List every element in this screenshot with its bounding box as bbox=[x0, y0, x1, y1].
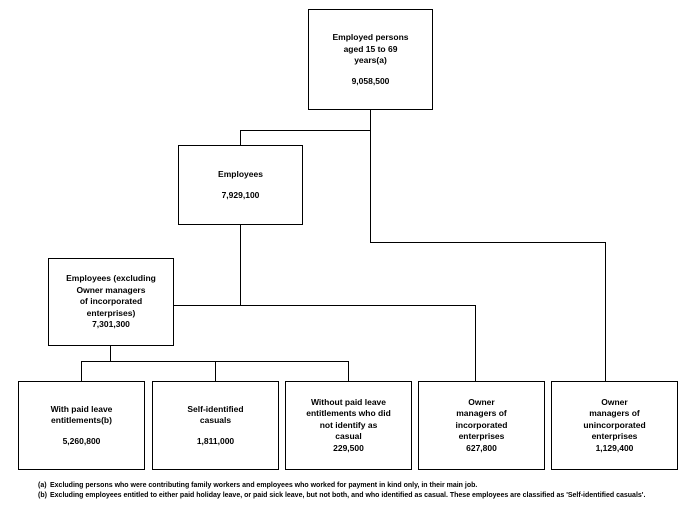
footnote-b: (b) Excluding employees entitled to eith… bbox=[38, 491, 666, 501]
connector-root-to-employees bbox=[240, 130, 371, 131]
footnotes: (a) Excluding persons who were contribut… bbox=[38, 481, 666, 500]
node-owner-managers-incorporated-value: 627,800 bbox=[466, 442, 497, 453]
connector-unincorporated-drop bbox=[605, 242, 606, 381]
node-self-identified-casuals-title: Self-identified casuals bbox=[187, 403, 244, 426]
node-employees-excluding-value: 7,301,300 bbox=[92, 319, 130, 330]
node-employed-persons-value: 9,058,500 bbox=[351, 75, 390, 86]
node-employees-title: Employees bbox=[218, 169, 263, 179]
node-owner-managers-unincorporated[interactable]: Owner managers of unincorporated enterpr… bbox=[551, 381, 678, 470]
connector-root-stem bbox=[370, 109, 371, 131]
node-with-paid-leave[interactable]: With paid leave entitlements(b) 5,260,80… bbox=[18, 381, 145, 470]
node-employed-persons-title: Employed persons aged 15 to 69 years(a) bbox=[332, 32, 409, 65]
connector-employees-split bbox=[110, 305, 476, 306]
node-with-paid-leave-title: With paid leave entitlements(b) bbox=[50, 403, 113, 426]
node-without-paid-leave[interactable]: Without paid leave entitlements who did … bbox=[285, 381, 412, 470]
footnote-b-text: Excluding employees entitled to either p… bbox=[50, 491, 646, 499]
footnote-a-marker: (a) bbox=[38, 482, 47, 489]
connector-employees-drop bbox=[240, 130, 241, 146]
connector-incorporated-drop bbox=[475, 305, 476, 381]
node-without-paid-leave-title: Without paid leave entitlements who did … bbox=[306, 396, 391, 442]
footnote-a: (a) Excluding persons who were contribut… bbox=[38, 481, 666, 491]
connector-leaf-drop-self-identified bbox=[215, 361, 216, 382]
node-owner-managers-incorporated[interactable]: Owner managers of incorporated enterpris… bbox=[418, 381, 545, 470]
connector-excluding-stem bbox=[110, 345, 111, 362]
node-self-identified-casuals[interactable]: Self-identified casuals 1,811,000 bbox=[152, 381, 279, 470]
node-with-paid-leave-value: 5,260,800 bbox=[62, 435, 101, 446]
node-self-identified-casuals-value: 1,811,000 bbox=[196, 435, 235, 446]
footnote-a-text: Excluding persons who were contributing … bbox=[50, 482, 478, 489]
node-owner-managers-unincorporated-value: 1,129,400 bbox=[595, 442, 634, 453]
node-owner-managers-unincorporated-title: Owner managers of unincorporated enterpr… bbox=[583, 396, 646, 442]
connector-leaf-drop-without-paid-leave bbox=[348, 361, 349, 382]
node-employees-value: 7,929,100 bbox=[221, 189, 260, 200]
connector-leaf-drop-with-paid-leave bbox=[81, 361, 82, 382]
node-employed-persons[interactable]: Employed persons aged 15 to 69 years(a) … bbox=[308, 9, 433, 110]
footnote-b-marker: (b) bbox=[38, 491, 47, 499]
node-employees[interactable]: Employees 7,929,100 bbox=[178, 145, 303, 225]
node-without-paid-leave-value: 229,500 bbox=[333, 442, 364, 453]
node-employees-excluding-title: Employees (excluding Owner managers of i… bbox=[66, 273, 156, 318]
connector-employees-stem bbox=[240, 224, 241, 306]
connector-root-stem-lower bbox=[370, 130, 371, 243]
node-owner-managers-incorporated-title: Owner managers of incorporated enterpris… bbox=[455, 396, 508, 442]
connector-root-to-unincorporated bbox=[370, 242, 606, 243]
node-employees-excluding[interactable]: Employees (excluding Owner managers of i… bbox=[48, 258, 174, 346]
